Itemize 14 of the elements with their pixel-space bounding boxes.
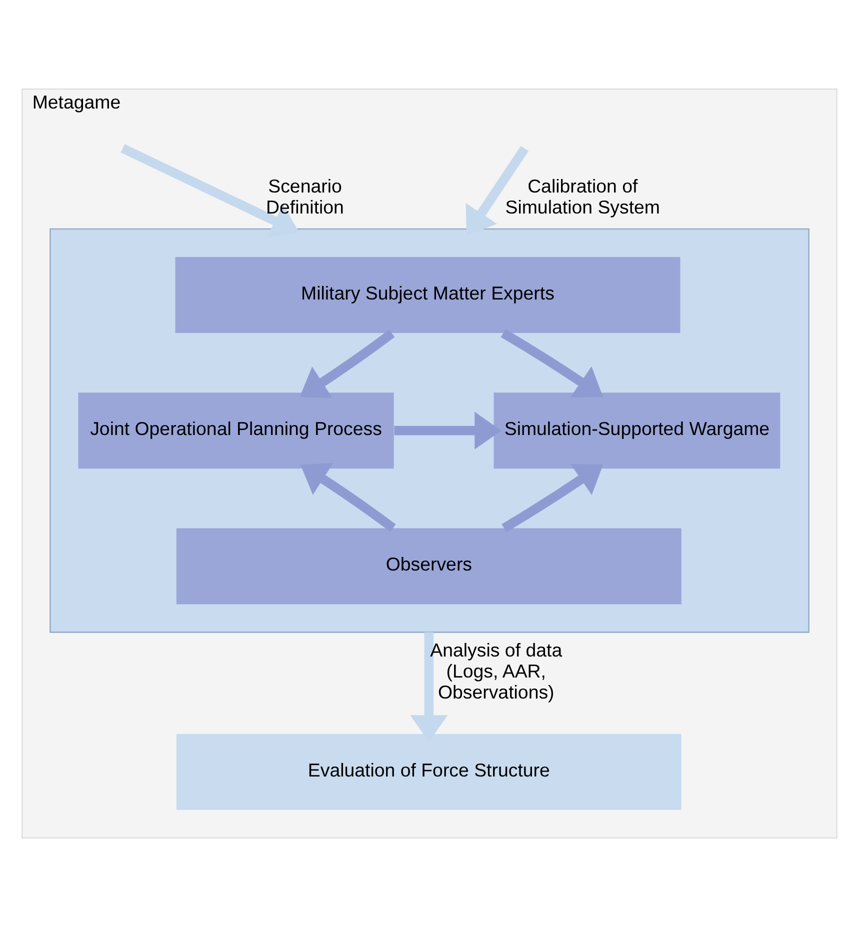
node-box: Evaluation of Force Structure <box>176 733 682 810</box>
node-box: Joint Operational Planning Process <box>78 392 394 468</box>
arrow <box>500 328 604 397</box>
node-box: Observers <box>176 528 682 604</box>
edge-label: Calibration of Simulation System <box>505 175 660 218</box>
arrow <box>300 462 396 532</box>
arrow <box>502 464 604 532</box>
node-box: Simulation-Supported Wargame <box>494 392 780 468</box>
cluster <box>50 228 810 632</box>
edge-label: Scenario Definition <box>266 175 344 218</box>
arrow <box>394 411 502 449</box>
edge-label: Analysis of data (Logs, AAR, Observations) <box>430 639 562 702</box>
node-box: Military Subject Matter Experts <box>175 256 680 332</box>
arrow <box>300 329 395 398</box>
